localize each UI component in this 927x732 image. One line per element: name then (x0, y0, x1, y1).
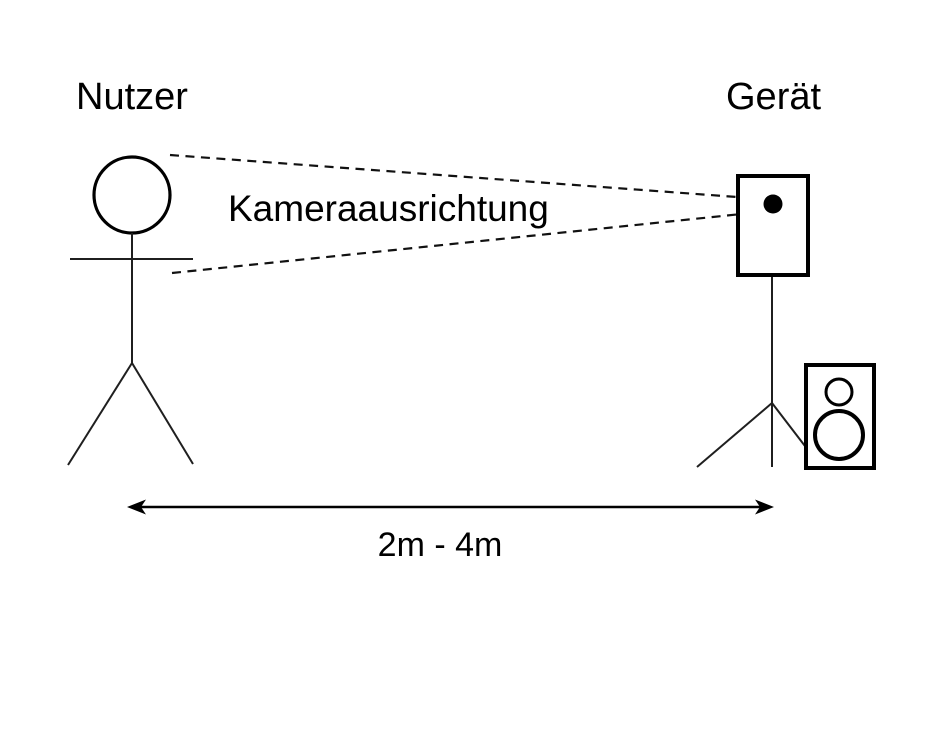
distance-arrowhead-right (755, 499, 774, 515)
loudspeaker-icon (804, 363, 876, 470)
speaker-woofer (813, 409, 865, 461)
tripod-left-leg (696, 402, 773, 468)
stick-figure-right-leg (131, 362, 194, 465)
double-headed-arrow-icon (127, 499, 774, 515)
speaker-tweeter (824, 377, 854, 407)
tripod-icon (696, 275, 809, 468)
tripod-right-leg (771, 402, 809, 451)
device-label: Gerät (726, 76, 822, 118)
camera-body (736, 174, 810, 277)
sightline-upper (169, 153, 765, 201)
camera-alignment-label: Kameraausrichtung (228, 188, 549, 229)
distance-label: 2m - 4m (377, 526, 503, 564)
lens-dot-icon (763, 194, 783, 214)
dashed-sightline-icon (169, 153, 765, 275)
stick-figure-icon (67, 155, 194, 466)
stick-figure-left-leg (67, 362, 133, 466)
distance-arrowhead-left (127, 499, 146, 515)
camera-box-icon (736, 174, 810, 277)
sightline-lower (171, 210, 762, 275)
stick-figure-head (92, 155, 172, 235)
user-label: Nutzer (76, 76, 188, 118)
